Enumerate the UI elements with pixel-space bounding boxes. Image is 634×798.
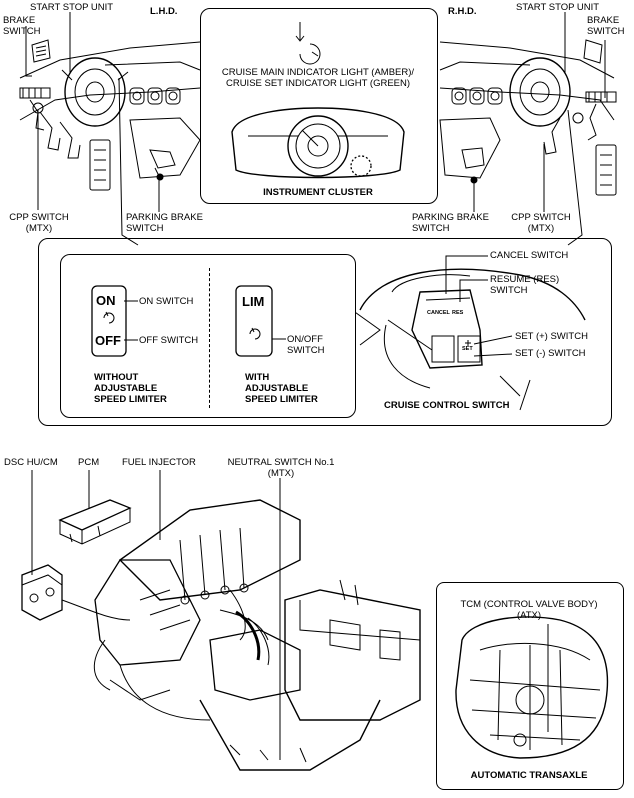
- set-plus-switch-label: SET (+) SWITCH: [515, 331, 588, 342]
- start-stop-unit-right-label: START STOP UNIT: [516, 2, 600, 13]
- cpp-switch-right-label: CPP SWITCH(MTX): [511, 212, 571, 234]
- without-limiter-caption: WITHOUT ADJUSTABLE SPEED LIMITER: [94, 372, 167, 405]
- panel-divider: [209, 268, 210, 408]
- rhd-dashboard-illustration: [439, 39, 617, 196]
- fuel-injector-label: FUEL INJECTOR: [122, 457, 196, 468]
- tcm-label: TCM (CONTROL VALVE BODY)(ATX): [460, 599, 598, 621]
- res-button-mark: RES: [452, 310, 464, 316]
- with-limiter-caption: WITH ADJUSTABLE SPEED LIMITER: [245, 372, 318, 405]
- instrument-cluster-frame: [200, 8, 438, 204]
- automatic-transaxle-caption: AUTOMATIC TRANSAXLE: [470, 770, 588, 781]
- neutral-switch-label: NEUTRAL SWITCH No.1(MTX): [227, 457, 335, 479]
- pcm-module-illustration: [58, 499, 132, 545]
- cruise-control-switch-caption: CRUISE CONTROL SWITCH: [384, 400, 510, 411]
- cancel-switch-label: CANCEL SWITCH: [490, 250, 569, 261]
- lhd-dashboard-illustration: [19, 39, 201, 191]
- dsc-module-illustration: [21, 564, 131, 621]
- set-minus-switch-label: SET (-) SWITCH: [515, 348, 586, 359]
- dsc-hu-cm-label: DSC HU/CM: [4, 457, 58, 468]
- lim-mark: LIM: [242, 294, 265, 309]
- lhd-label: L.H.D.: [150, 6, 178, 17]
- steering-switch-illustration: [351, 268, 586, 411]
- cancel-button-mark: CANCEL: [427, 310, 450, 316]
- resume-switch-label: RESUME (RES)SWITCH: [490, 274, 560, 296]
- cpp-switch-left-label: CPP SWITCH(MTX): [9, 212, 69, 234]
- off-switch-label: OFF SWITCH: [139, 335, 199, 346]
- instrument-cluster-caption: INSTRUMENT CLUSTER: [263, 187, 373, 198]
- start-stop-unit-left-label: START STOP UNIT: [30, 2, 114, 13]
- on-mark: ON: [96, 293, 116, 308]
- set-button-mark: SET: [462, 346, 473, 352]
- off-mark: OFF: [95, 333, 121, 348]
- engine-illustration: [93, 499, 421, 771]
- rhd-label: R.H.D.: [448, 6, 477, 17]
- on-switch-label: ON SWITCH: [139, 296, 194, 307]
- pcm-label: PCM: [78, 457, 100, 468]
- cruise-indicator-label: CRUISE MAIN INDICATOR LIGHT (AMBER)/CRUI…: [221, 67, 415, 89]
- cruise-switch-frame: [38, 238, 612, 426]
